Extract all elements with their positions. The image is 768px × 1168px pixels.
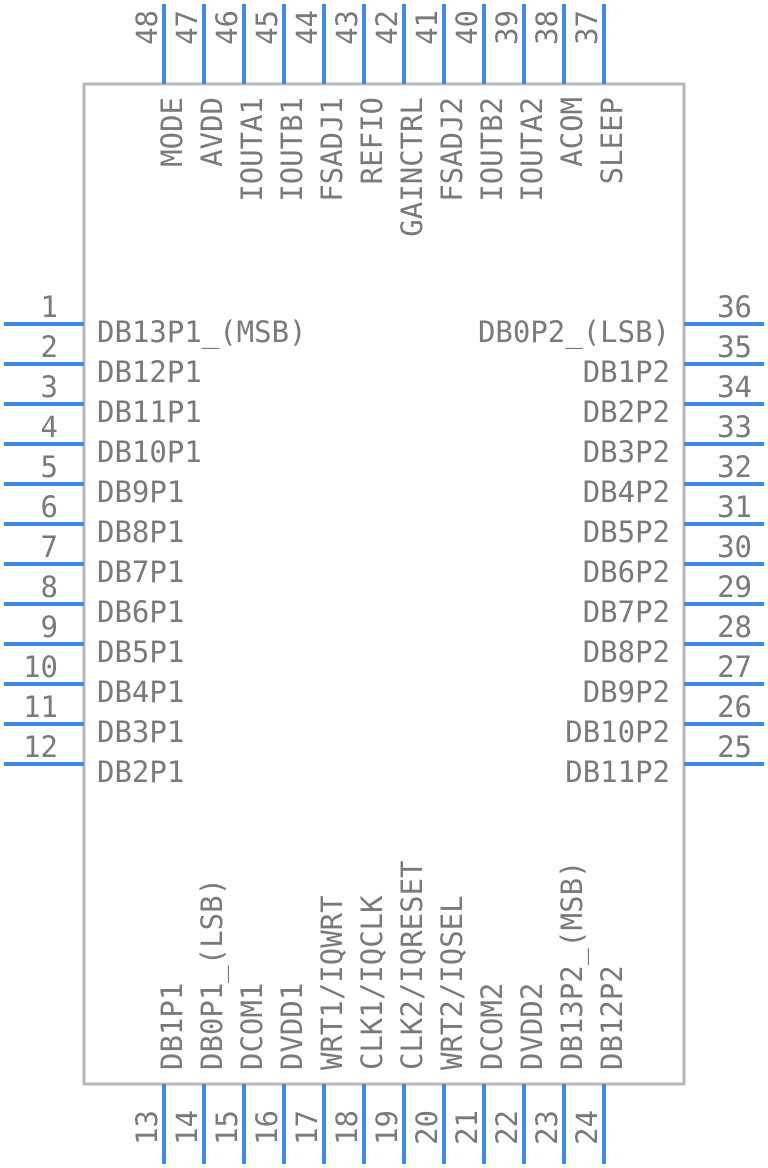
pin-27-number: 27: [717, 650, 752, 684]
pin-33-name: DB3P2: [583, 435, 670, 469]
pin-33-number: 33: [717, 410, 752, 444]
pin-16-name: DVDD1: [275, 983, 309, 1070]
pin-5-name: DB9P1: [97, 475, 184, 509]
pin-14-name: DB0P1_(LSB): [195, 878, 230, 1070]
pin-41-number: 41: [410, 10, 444, 45]
pin-22-number: 22: [490, 1110, 524, 1145]
pin-8-name: DB6P1: [97, 595, 184, 629]
pin-19-number: 19: [370, 1110, 404, 1145]
pin-6-name: DB8P1: [97, 515, 184, 549]
pin-17-number: 17: [290, 1110, 324, 1145]
pin-20-name: WRT2/IQSEL: [435, 895, 469, 1070]
pin-17-name: WRT1/IQWRT: [315, 895, 349, 1070]
pin-14-number: 14: [170, 1110, 204, 1145]
pin-34-name: DB2P2: [583, 395, 670, 429]
pin-7-number: 7: [41, 530, 58, 564]
pin-9-number: 9: [41, 610, 58, 644]
pin-13-name: DB1P1: [155, 983, 189, 1070]
pin-16-number: 16: [250, 1110, 284, 1145]
pin-28-name: DB8P2: [583, 635, 670, 669]
pin-41-name: FSADJ2: [435, 97, 469, 202]
pin-13-number: 13: [130, 1110, 164, 1145]
pin-25-number: 25: [717, 730, 752, 764]
pin-11-name: DB3P1: [97, 715, 184, 749]
pin-37-name: SLEEP: [595, 97, 629, 184]
pin-19-name: CLK2/IQRESET: [395, 860, 429, 1070]
pin-30-number: 30: [717, 530, 752, 564]
pin-45-number: 45: [250, 10, 284, 45]
pin-47-name: AVDD: [195, 97, 229, 167]
pin-2-name: DB12P1: [97, 355, 202, 389]
pin-21-name: DCOM2: [475, 983, 509, 1070]
pin-9-name: DB5P1: [97, 635, 184, 669]
pin-30-name: DB6P2: [583, 555, 670, 589]
pin-36-number: 36: [717, 290, 752, 324]
pin-35-number: 35: [717, 330, 752, 364]
pin-44-name: FSADJ1: [315, 97, 349, 202]
pin-32-name: DB4P2: [583, 475, 670, 509]
pin-42-number: 42: [370, 10, 404, 45]
pin-44-number: 44: [290, 10, 324, 45]
pin-48-number: 48: [130, 10, 164, 45]
pin-38-number: 38: [530, 10, 564, 45]
pin-23-name: DB13P2_(MSB): [555, 860, 590, 1070]
pin-2-number: 2: [41, 330, 58, 364]
pin-24-name: DB12P2: [595, 965, 629, 1070]
pin-31-number: 31: [717, 490, 752, 524]
pin-5-number: 5: [41, 450, 58, 484]
pin-4-name: DB10P1: [97, 435, 202, 469]
pin-4-number: 4: [41, 410, 58, 444]
pin-21-number: 21: [450, 1110, 484, 1145]
pin-45-name: IOUTB1: [275, 97, 309, 202]
pin-32-number: 32: [717, 450, 752, 484]
pin-20-number: 20: [410, 1110, 444, 1145]
pin-26-name: DB10P2: [565, 715, 670, 749]
pin-18-name: CLK1/IQCLK: [355, 895, 389, 1070]
ic-body: [82, 82, 686, 1086]
pin-10-name: DB4P1: [97, 675, 184, 709]
pin-15-number: 15: [210, 1110, 244, 1145]
pin-48-name: MODE: [155, 97, 189, 167]
pin-15-name: DCOM1: [235, 983, 269, 1070]
pin-40-number: 40: [450, 10, 484, 45]
pin-31-name: DB5P2: [583, 515, 670, 549]
pin-1-name: DB13P1_(MSB): [97, 315, 307, 350]
pin-34-number: 34: [717, 370, 752, 404]
pin-12-number: 12: [23, 730, 58, 764]
pin-12-name: DB2P1: [97, 755, 184, 789]
pin-39-number: 39: [490, 10, 524, 45]
pin-18-number: 18: [330, 1110, 364, 1145]
pin-3-number: 3: [41, 370, 58, 404]
pin-11-number: 11: [23, 690, 58, 724]
pin-35-name: DB1P2: [583, 355, 670, 389]
pin-3-name: DB11P1: [97, 395, 202, 429]
pin-43-number: 43: [330, 10, 364, 45]
pin-25-name: DB11P2: [565, 755, 670, 789]
pin-36-name: DB0P2_(LSB): [478, 315, 670, 350]
pin-37-number: 37: [570, 10, 604, 45]
pin-26-number: 26: [717, 690, 752, 724]
pin-7-name: DB7P1: [97, 555, 184, 589]
pin-8-number: 8: [41, 570, 58, 604]
pin-1-number: 1: [41, 290, 58, 324]
pin-24-number: 24: [570, 1110, 604, 1145]
pin-10-number: 10: [23, 650, 58, 684]
pin-23-number: 23: [530, 1110, 564, 1145]
pin-38-name: ACOM: [555, 97, 589, 167]
pin-27-name: DB9P2: [583, 675, 670, 709]
pin-42-name: GAINCTRL: [395, 97, 429, 237]
pin-46-name: IOUTA1: [235, 97, 269, 202]
pin-22-name: DVDD2: [515, 983, 549, 1070]
pin-46-number: 46: [210, 10, 244, 45]
pin-29-name: DB7P2: [583, 595, 670, 629]
pin-29-number: 29: [717, 570, 752, 604]
pin-47-number: 47: [170, 10, 204, 45]
pin-28-number: 28: [717, 610, 752, 644]
pin-39-name: IOUTA2: [515, 97, 549, 202]
pin-40-name: IOUTB2: [475, 97, 509, 202]
pin-6-number: 6: [41, 490, 58, 524]
pin-43-name: REFIO: [355, 97, 389, 184]
